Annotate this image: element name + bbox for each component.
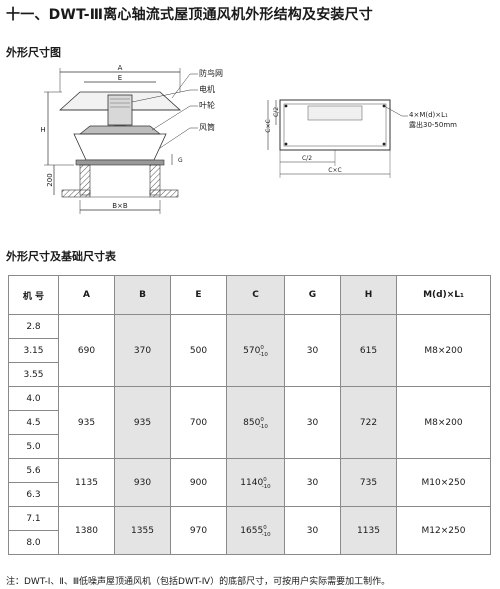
dim-E-label: E	[118, 74, 122, 82]
table-row: 5.6 1135 930 900 11400-10 30 735 M10×250	[8, 458, 491, 507]
model-cell: 3.15	[8, 338, 59, 363]
table-row: 2.8 690 370 500 5700-10 30 615 M8×200	[8, 314, 491, 387]
cell-C-lower-tol: -10	[258, 423, 268, 430]
cell-C: 16550-10	[226, 506, 285, 555]
cell-G: 30	[284, 458, 341, 507]
dim-C-half-horizontal: C/2	[302, 155, 312, 162]
cell-E: 970	[170, 506, 227, 555]
table-row: 5.0	[8, 434, 491, 459]
table-row: 7.1 1380 1355 970 16550-10 30 1135 M12×2…	[8, 506, 491, 555]
callout-bird-screen: 防鸟网	[199, 68, 223, 78]
cell-H: 722	[340, 386, 397, 459]
model-cell: 4.5	[8, 410, 59, 435]
cell-C-value: 850	[243, 417, 261, 428]
header-M: M(d)×L₁	[396, 275, 491, 315]
callout-impeller: 叶轮	[199, 100, 215, 110]
cell-C: 5700-10	[226, 314, 285, 387]
dim-C-half-vertical: C/2	[273, 107, 280, 117]
cell-B: 935	[114, 386, 171, 459]
cell-C: 8500-10	[226, 386, 285, 459]
model-cell: 5.0	[8, 434, 59, 459]
model-cell: 6.3	[8, 482, 59, 507]
dim-H-label: H	[40, 126, 45, 134]
cell-M: M12×250	[396, 506, 491, 555]
table-header-row: 机 号 A B E C G H M(d)×L₁	[8, 275, 491, 315]
model-cell: 4.0	[8, 386, 59, 411]
dim-CxC-horizontal: C×C	[328, 167, 341, 174]
callout-motor: 电机	[199, 84, 215, 94]
table-row: 3.55	[8, 362, 491, 387]
cell-C-upper-tol: 0	[263, 476, 267, 483]
header-G: G	[284, 275, 341, 315]
table-row: 8.0	[8, 530, 491, 555]
dim-A-label: A	[118, 64, 123, 72]
header-C: C	[226, 275, 285, 315]
fan-elevation-drawing: A E H 200 G B×B 防鸟网 电机 叶轮 风筒	[40, 64, 223, 214]
cell-C-upper-tol: 0	[263, 524, 267, 531]
cell-M: M8×200	[396, 314, 491, 387]
cell-C-lower-tol: -10	[258, 351, 268, 358]
cell-C-lower-tol: -10	[261, 483, 271, 490]
model-cell: 2.8	[8, 314, 59, 339]
table-row: 4.0 935 935 700 8500-10 30 722 M8×200	[8, 386, 491, 459]
cell-G: 30	[284, 386, 341, 459]
cell-A: 690	[58, 314, 115, 387]
cell-M: M8×200	[396, 386, 491, 459]
cell-M: M10×250	[396, 458, 491, 507]
cell-G: 30	[284, 506, 341, 555]
cell-B: 370	[114, 314, 171, 387]
model-cell: 7.1	[8, 506, 59, 531]
footnote: 注：DWT-Ⅰ、Ⅱ、Ⅲ低噪声屋顶通风机（包括DWT-Ⅳ）的底部尺寸，可按用户实际…	[6, 577, 391, 587]
dim-G-label: G	[178, 157, 183, 164]
cell-E: 900	[170, 458, 227, 507]
header-model-no: 机 号	[8, 275, 59, 315]
cell-C-lower-tol: -10	[261, 531, 271, 538]
model-cell: 5.6	[8, 458, 59, 483]
foundation-plan-drawing: C×C C/2 C/2 C×C 4×M(d)×L₁ 露出30-50mm	[265, 99, 457, 178]
page-title: 十一、DWT-Ⅲ离心轴流式屋顶通风机外形结构及安装尺寸	[6, 7, 373, 23]
cell-C-upper-tol: 0	[260, 416, 264, 423]
cell-G: 30	[284, 314, 341, 387]
cell-A: 1135	[58, 458, 115, 507]
header-H: H	[340, 275, 397, 315]
cell-C: 11400-10	[226, 458, 285, 507]
model-cell: 8.0	[8, 530, 59, 555]
cell-B: 930	[114, 458, 171, 507]
cell-C-value: 1140	[240, 477, 264, 488]
cell-C-value: 570	[243, 345, 261, 356]
cell-E: 700	[170, 386, 227, 459]
header-E: E	[170, 275, 227, 315]
callout-bolt-spec: 4×M(d)×L₁	[409, 111, 448, 119]
section-table-heading: 外形尺寸及基础尺寸表	[6, 250, 116, 263]
callout-duct: 风筒	[199, 122, 215, 132]
cell-H: 735	[340, 458, 397, 507]
cell-B: 1355	[114, 506, 171, 555]
dim-BxB-label: B×B	[112, 202, 128, 210]
dimension-table: 机 号 A B E C G H M(d)×L₁ 2.8 690 370 500 …	[8, 275, 491, 555]
dim-200-label: 200	[46, 173, 54, 186]
callout-exposed-length: 露出30-50mm	[409, 120, 457, 129]
section-outline-heading: 外形尺寸图	[6, 46, 61, 59]
cell-H: 615	[340, 314, 397, 387]
cell-E: 500	[170, 314, 227, 387]
cell-A: 935	[58, 386, 115, 459]
model-cell: 3.55	[8, 362, 59, 387]
header-A: A	[58, 275, 115, 315]
cell-A: 1380	[58, 506, 115, 555]
cell-C-upper-tol: 0	[260, 344, 264, 351]
cell-H: 1135	[340, 506, 397, 555]
table-row: 4.5	[8, 410, 491, 435]
header-B: B	[114, 275, 171, 315]
dim-CxC-vertical: C×C	[265, 119, 272, 132]
cell-C-value: 1655	[240, 525, 264, 536]
